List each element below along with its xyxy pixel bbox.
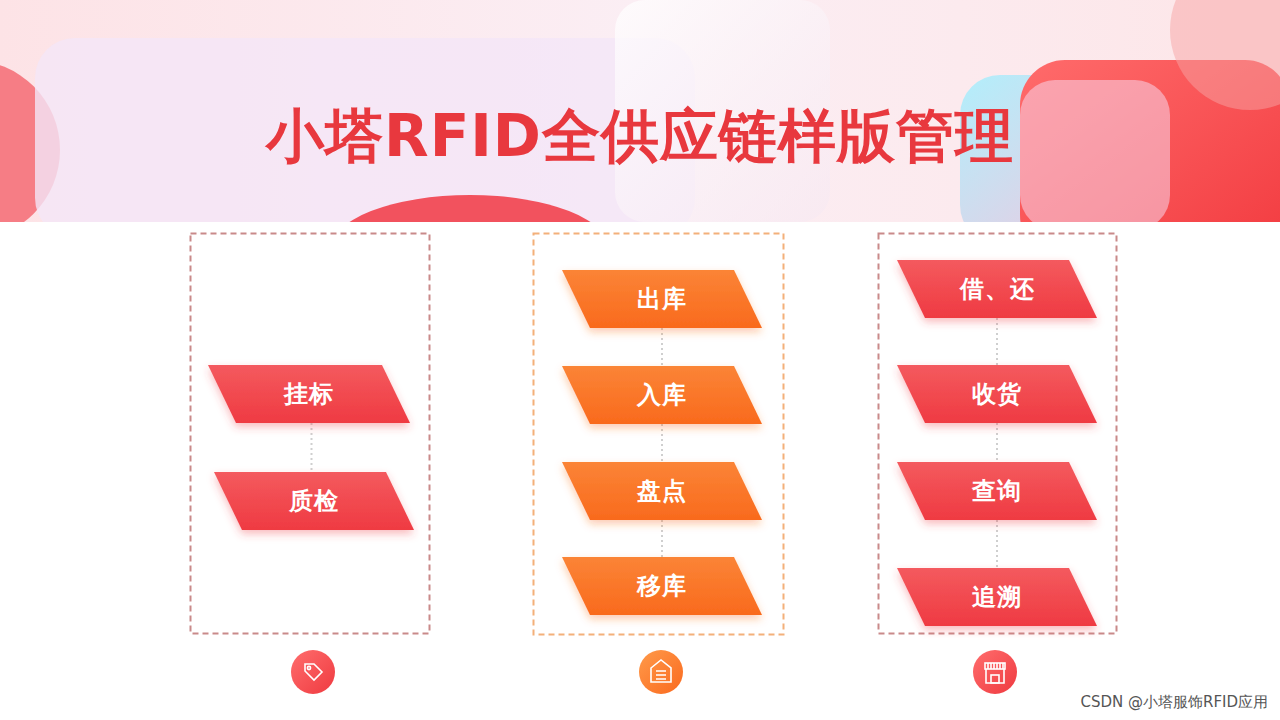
connector-line [996, 520, 998, 568]
process-parallelogram: 入库 [562, 366, 762, 424]
connector-line [996, 318, 998, 365]
text-wrap: 质检 [289, 485, 339, 517]
watermark: CSDN @小塔服饰RFID应用 [1080, 693, 1268, 712]
text-wrap: 移库 [637, 570, 687, 602]
process-parallelogram: 移库 [562, 557, 762, 615]
process-parallelogram: 质检 [214, 472, 414, 530]
process-parallelogram: 出库 [562, 270, 762, 328]
text-wrap: 借、还 [960, 273, 1035, 305]
dotted-connector [662, 328, 663, 366]
text-wrap: 入库 [637, 379, 687, 411]
process-parallelogram: 借、还 [897, 260, 1097, 318]
node-label: 质检 [289, 485, 339, 517]
process-parallelogram: 挂标 [208, 365, 410, 423]
node-label: 追溯 [972, 581, 1022, 613]
node-label: 盘点 [637, 475, 687, 507]
node-label: 移库 [637, 570, 687, 602]
text-wrap: 收货 [972, 378, 1022, 410]
node-label: 出库 [637, 283, 687, 315]
dotted-connector [997, 520, 998, 568]
text-wrap: 查询 [972, 475, 1022, 507]
process-parallelogram: 盘点 [562, 462, 762, 520]
dotted-connector [997, 423, 998, 462]
dotted-connector [311, 423, 312, 472]
node-label: 收货 [972, 378, 1022, 410]
connector-line [661, 424, 663, 462]
node-label: 入库 [637, 379, 687, 411]
text-wrap: 挂标 [284, 378, 334, 410]
node-label: 挂标 [284, 378, 334, 410]
process-parallelogram: 收货 [897, 365, 1097, 423]
process-parallelogram: 追溯 [897, 568, 1097, 626]
dotted-connector [662, 520, 663, 557]
text-wrap: 盘点 [637, 475, 687, 507]
connector-line [661, 520, 663, 557]
connector-line [311, 423, 313, 472]
dotted-connector [662, 424, 663, 462]
connector-line [661, 328, 663, 366]
process-parallelogram: 查询 [897, 462, 1097, 520]
connector-line [996, 423, 998, 462]
text-wrap: 追溯 [972, 581, 1022, 613]
node-label: 借、还 [960, 273, 1035, 305]
dotted-connector [997, 318, 998, 365]
text-wrap: 出库 [637, 283, 687, 315]
diagram-title: 小塔RFID全供应链样版管理 [0, 98, 1280, 176]
node-label: 查询 [972, 475, 1022, 507]
